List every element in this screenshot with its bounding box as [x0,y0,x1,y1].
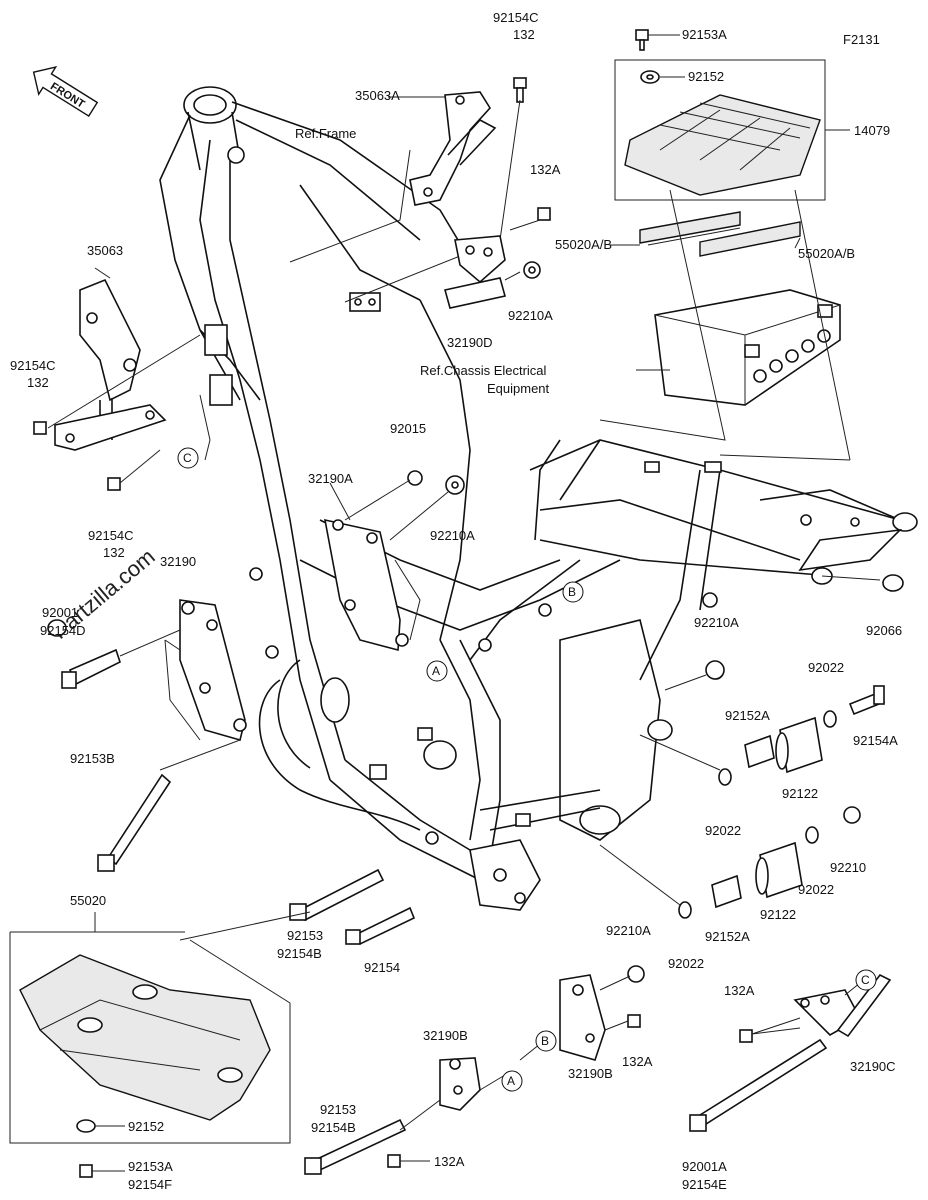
label-14079: 14079 [854,123,890,138]
label-92015: 92015 [390,421,426,436]
label-132A-low: 132A [434,1154,465,1169]
label-92122-a: 92122 [782,786,818,801]
part-labels: 92154C 132 35063A Ref.Frame 92153A 92152… [10,10,902,1192]
callout-a-frame [426,660,448,682]
ref-frame-label: Ref.Frame [295,126,356,141]
front-arrow: FRONT [32,66,99,118]
label-92210A-right: 92210A [694,615,739,630]
label-92154: 92154 [364,960,400,975]
label-92022-b: 92022 [705,823,741,838]
label-92152A-b: 92152A [705,929,750,944]
label-92154A: 92154A [853,733,898,748]
ref-electrical-line1: Ref.Chassis Electrical [420,363,547,378]
label-92001A: 92001A [682,1159,727,1174]
battery-cells [753,329,831,383]
callout-c-left [177,447,199,469]
plate-32190A [323,470,465,652]
label-92210: 92210 [830,860,866,875]
figure-id: F2131 [843,32,880,47]
ref-electrical-line2: Equipment [487,381,550,396]
label-92066: 92066 [866,623,902,638]
label-32190B-b: 32190B [568,1066,613,1081]
label-92154F: 92154F [128,1177,172,1192]
label-35063: 35063 [87,243,123,258]
label-55020AB-right: 55020A/B [798,246,855,261]
label-55020: 55020 [70,893,106,908]
label-32190A: 32190A [308,471,353,486]
label-92153A-low: 92153A [128,1159,173,1174]
plate-32190 [47,599,247,872]
label-92154C-top: 92154C [493,10,539,25]
callout-a-lower [501,1070,523,1092]
main-frame [159,86,918,911]
skid-plate-55020 [9,912,291,1178]
lower-mounts [179,868,546,1175]
callout-c-left-label: C [183,451,192,465]
callout-a-frame-label: A [432,664,440,678]
label-92153B: 92153B [70,751,115,766]
label-132A-right: 132A [724,983,755,998]
label-92152-low: 92152 [128,1119,164,1134]
label-92022-a: 92022 [808,660,844,675]
label-92154B-low: 92154B [311,1120,356,1135]
label-92001: 92001 [42,605,78,620]
label-92154E: 92154E [682,1177,727,1192]
label-132-top: 132 [513,27,535,42]
label-92122-b: 92122 [760,907,796,922]
label-92022-d: 92022 [668,956,704,971]
callout-c-right [855,969,877,991]
label-132A-top: 132A [530,162,561,177]
callout-b-lower [535,1030,557,1052]
label-92210A-top: 92210A [508,308,553,323]
callout-a-lower-label: A [507,1074,515,1088]
label-92152-top: 92152 [688,69,724,84]
label-92154D: 92154D [40,623,86,638]
label-92154B-mid: 92154B [277,946,322,961]
label-92210A-low: 92210A [606,923,651,938]
callout-b-lower-label: B [541,1034,549,1048]
label-32190D: 32190D [447,335,493,350]
right-mounts [559,574,904,1132]
label-32190B-a: 32190B [423,1028,468,1043]
bracket-35063 [33,267,211,491]
callout-b-frame-label: B [568,585,576,599]
battery-group [599,29,851,461]
mount-35063A-group [289,77,551,309]
label-92154C-mid: 92154C [88,528,134,543]
label-132-left: 132 [27,375,49,390]
callout-b-frame [562,581,584,603]
label-92154C-left: 92154C [10,358,56,373]
label-32190C: 32190C [850,1059,896,1074]
label-35063A: 35063A [355,88,400,103]
label-92153-low: 92153 [320,1102,356,1117]
label-92153A-top: 92153A [682,27,727,42]
callout-c-right-label: C [861,973,870,987]
label-92152A-a: 92152A [725,708,770,723]
label-92153-mid: 92153 [287,928,323,943]
label-132-mid: 132 [103,545,125,560]
label-132A-mid: 132A [622,1054,653,1069]
label-32190: 32190 [160,554,196,569]
label-92022-c: 92022 [798,882,834,897]
label-92210A-mid: 92210A [430,528,475,543]
label-55020AB-left: 55020A/B [555,237,612,252]
